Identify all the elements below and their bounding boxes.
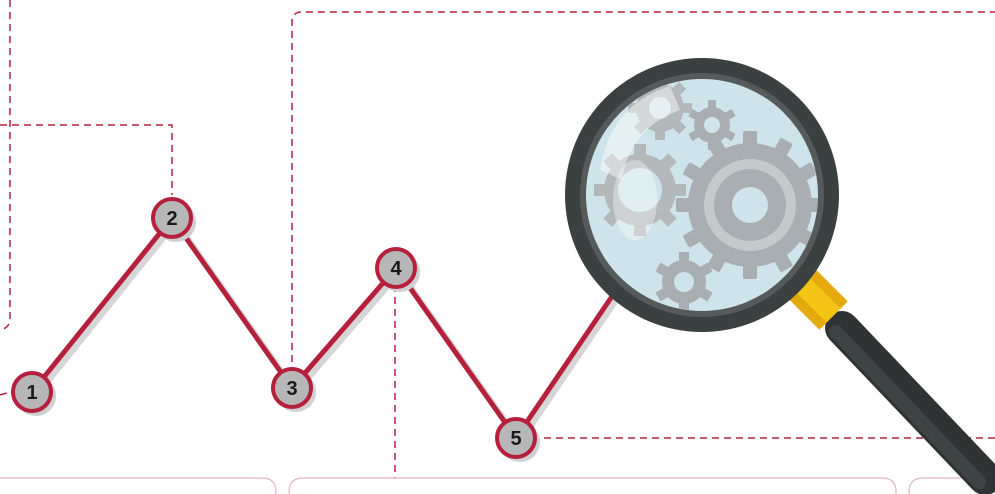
step-label-2: 2 bbox=[166, 208, 177, 230]
step-label-3: 3 bbox=[286, 378, 297, 400]
bottom-panels bbox=[0, 477, 995, 494]
step-node-4: 4 bbox=[375, 247, 420, 292]
magnifying-glass-icon bbox=[565, 58, 995, 494]
bottom-panel-middle bbox=[288, 477, 897, 494]
gears-icon bbox=[594, 79, 818, 311]
connector-left-edge bbox=[0, 0, 11, 331]
connector-box-top-right bbox=[291, 11, 995, 362]
magnifier-handle bbox=[825, 311, 995, 494]
step-label-5: 5 bbox=[510, 428, 521, 450]
step-label-4: 4 bbox=[390, 258, 402, 280]
step-label-1: 1 bbox=[26, 382, 37, 404]
dashed-connectors bbox=[0, 0, 995, 478]
connector-box-top-left bbox=[0, 124, 173, 195]
connector-step-1-left bbox=[0, 391, 11, 396]
bottom-panel-right bbox=[908, 477, 995, 494]
step-node-5: 5 bbox=[495, 417, 540, 462]
zigzag-line bbox=[29, 215, 643, 441]
step-node-1: 1 bbox=[11, 371, 56, 416]
step-node-2: 2 bbox=[151, 197, 196, 242]
zigzag-shadow bbox=[33, 219, 647, 445]
step-node-3: 3 bbox=[271, 367, 316, 412]
bottom-panel-left bbox=[0, 477, 277, 494]
